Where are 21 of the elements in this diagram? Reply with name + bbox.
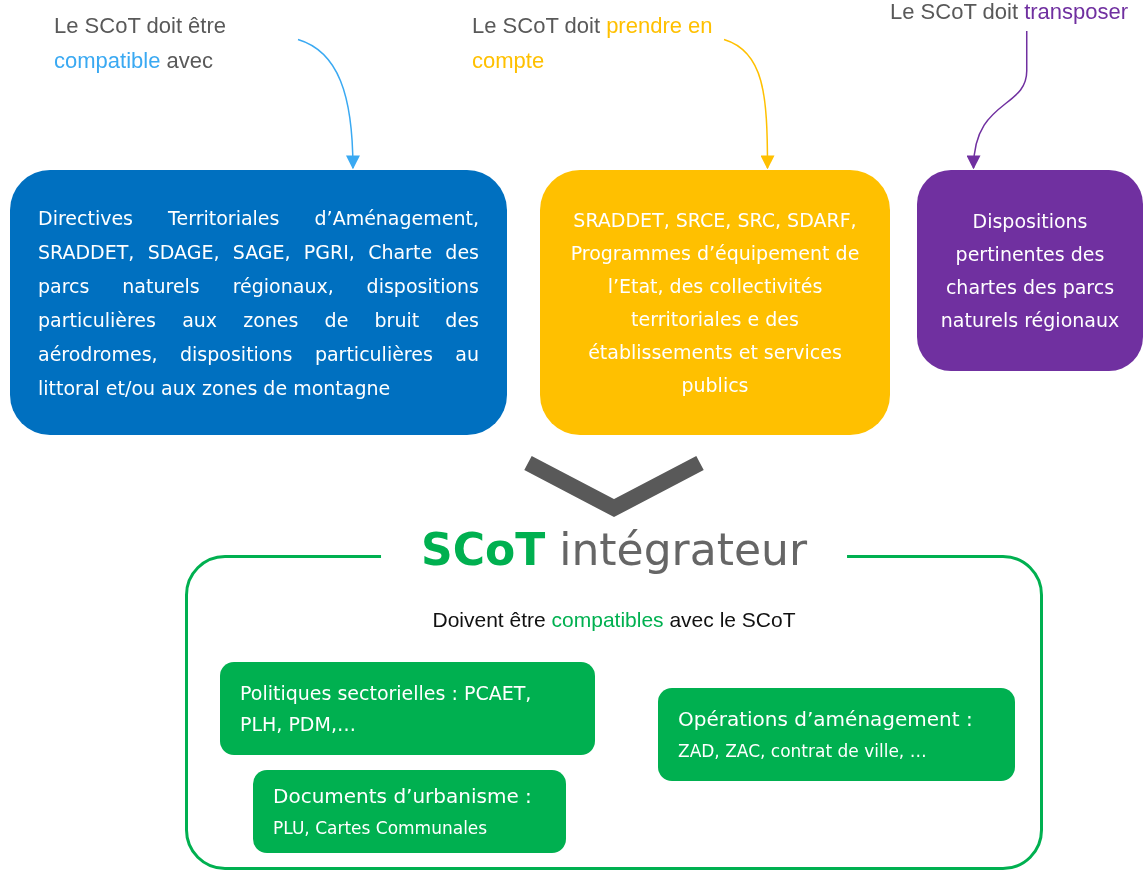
rounded-box [540, 170, 890, 435]
box-text: PLU, Cartes Communales [273, 816, 489, 840]
curved-arrow [967, 30, 1028, 170]
box-text: SRADDET, SRCE, SRC, SDARF, Programmes d’équipement de l’Etat, des collectivités territoriales e des établissements et services publics [569, 207, 861, 398]
annotation-text: Le SCoT doit être compatible avec [54, 8, 296, 78]
rounded-box [220, 662, 595, 755]
rounded-box [658, 688, 1015, 781]
rounded-box [253, 770, 566, 853]
box-text: ZAD, ZAC, contrat de ville, … [678, 739, 928, 763]
group-subtitle: Doivent être compatibles avec le SCoT [431, 608, 797, 632]
box-text: Directives Territoriales d’Aménagement, SRADDET, SDAGE, SAGE, PGRI, Charte des parcs naturels régionaux, dispositions particulières aux zones de bruit des aérodromes, dispositions particulières au littoral et/ou aux zones de montagne [38, 205, 479, 401]
rounded-box [10, 170, 507, 435]
annotation-text: Le SCoT doit transposer [890, 0, 1148, 29]
annotation-text: Le SCoT doit prendre en compte [472, 8, 722, 78]
box-heading: Documents d’urbanisme : [273, 782, 533, 810]
box-text: Politiques sectorielles : PCAET, PLH, PDM,… [240, 680, 533, 737]
curved-arrow [723, 38, 775, 170]
box-text: Dispositions pertinentes des chartes des parcs naturels régionaux [939, 208, 1121, 333]
rounded-box [917, 170, 1143, 371]
box-heading: Opérations d’aménagement : [678, 705, 974, 733]
curved-arrow [297, 38, 360, 170]
